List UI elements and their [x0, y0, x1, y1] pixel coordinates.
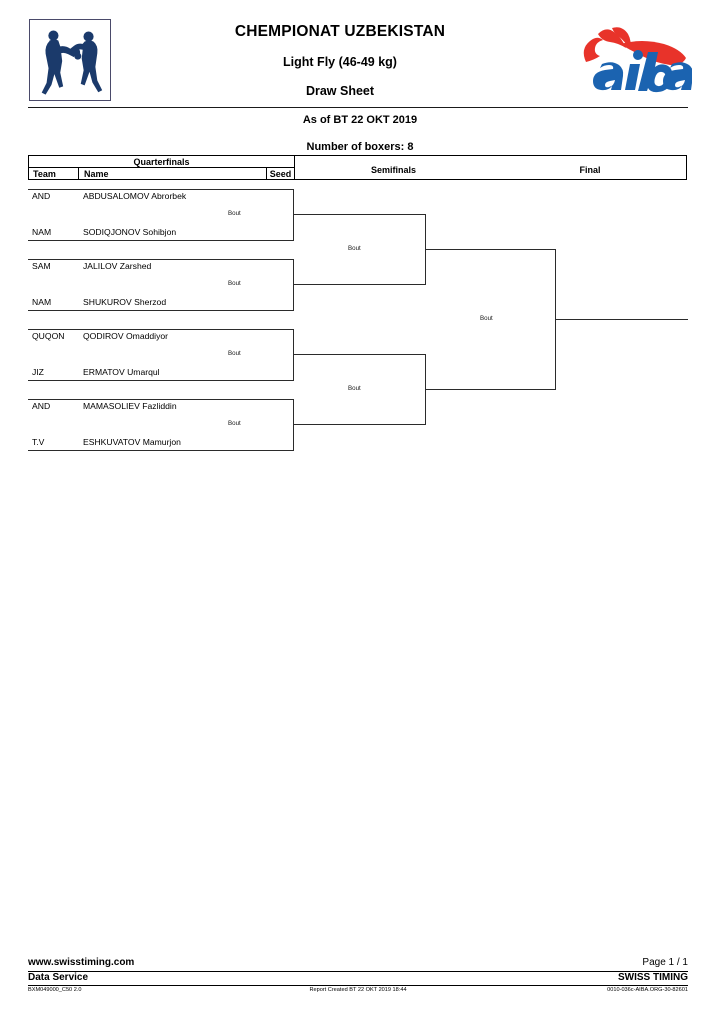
- aiba-logo-icon: [568, 22, 692, 96]
- bracket-line-top: [28, 329, 294, 330]
- column-header-team: Team: [29, 168, 79, 180]
- header-divider: [28, 107, 688, 108]
- boxer-team: AND: [32, 401, 51, 411]
- bout-label: Bout: [348, 245, 361, 252]
- column-header-quarterfinals: Quarterfinals: [29, 156, 294, 168]
- column-header-final: Final: [579, 165, 601, 175]
- report-created-text: Report Created BT 22 OKT 2019 18:44: [309, 987, 407, 993]
- boxer-name: QODIROV Omaddiyor: [83, 331, 169, 341]
- bout-label: Bout: [228, 350, 241, 357]
- boxer-team: JIZ: [32, 367, 44, 377]
- bout-label: Bout: [228, 210, 241, 217]
- table-row: QUQON QODIROV Omaddiyor: [28, 331, 294, 344]
- boxer-team: QUQON: [32, 331, 65, 341]
- boxer-team: NAM: [32, 227, 52, 237]
- boxer-team: NAM: [32, 297, 52, 307]
- boxer-name: ESHKUVATOV Mamurjon: [83, 437, 181, 447]
- report-code-left: BXM049000_C50 2.0: [28, 987, 82, 993]
- report-code-right: 0010-036c-AIBA.ORG-30-82601: [607, 987, 688, 993]
- table-row: SAM JALILOV Zarshed: [28, 261, 294, 274]
- boxer-count-text: Number of boxers: 8: [306, 141, 414, 153]
- boxer-name: SHUKUROV Sherzod: [83, 297, 167, 307]
- bracket-line-bottom: [294, 424, 426, 426]
- table-row: AND ABDUSALOMOV Abrorbek: [28, 191, 294, 204]
- bracket-line-top: [294, 354, 426, 356]
- boxer-name: JALILOV Zarshed: [83, 261, 152, 271]
- boxers-icon: [29, 19, 111, 101]
- bracket-line-bottom: [28, 450, 294, 451]
- page-header: CHEMPIONAT UZBEKISTAN Light Fly (46-49 k…: [0, 0, 720, 110]
- swisstiming-website-link[interactable]: www.swisstiming.com: [28, 957, 135, 968]
- swiss-timing-label: SWISS TIMING: [618, 972, 688, 983]
- boxer-name: MAMASOLIEV Fazliddin: [83, 401, 177, 411]
- boxer-name: ERMATOV Umarqul: [83, 367, 160, 377]
- quarterfinal-bout-1: AND ABDUSALOMOV Abrorbek NAM SODIQJONOV …: [28, 189, 294, 241]
- table-row: NAM SODIQJONOV Sohibjon: [28, 227, 294, 240]
- quarterfinal-bout-3: QUQON QODIROV Omaddiyor JIZ ERMATOV Umar…: [28, 329, 294, 381]
- column-header-name: Name: [84, 169, 109, 179]
- bracket-table-header: Quarterfinals Team Name Seed Semifinals …: [28, 155, 687, 180]
- table-row: NAM SHUKUROV Sherzod: [28, 297, 294, 310]
- bracket-line-right: [555, 249, 557, 390]
- table-row: T.V ESHKUVATOV Mamurjon: [28, 437, 294, 450]
- quarterfinal-bout-2: SAM JALILOV Zarshed NAM SHUKUROV Sherzod…: [28, 259, 294, 311]
- bracket-line-bottom: [28, 310, 294, 311]
- bracket-line-top: [28, 189, 294, 190]
- title-block: CHEMPIONAT UZBEKISTAN Light Fly (46-49 k…: [120, 22, 560, 99]
- page-title: CHEMPIONAT UZBEKISTAN: [234, 23, 446, 40]
- boxer-team: T.V: [32, 437, 45, 447]
- bracket-line-right: [293, 189, 294, 240]
- boxer-name: SODIQJONOV Sohibjon: [83, 227, 177, 237]
- bout-label: Bout: [228, 420, 241, 427]
- page-footer: www.swisstiming.com Page 1 / 1 Data Serv…: [28, 957, 688, 999]
- column-header-seed: Seed: [266, 168, 294, 180]
- bracket-line-bottom: [425, 389, 556, 391]
- weight-class: Light Fly (46-49 kg): [283, 55, 397, 69]
- bracket-line-top: [294, 214, 426, 216]
- bracket-line-right: [425, 214, 427, 285]
- footer-divider-top: [28, 971, 688, 972]
- page-number: Page 1 / 1: [642, 957, 688, 968]
- bracket-line-bottom: [28, 240, 294, 241]
- bracket-line-right: [293, 399, 294, 450]
- bracket-line-right: [425, 354, 427, 425]
- table-row: AND MAMASOLIEV Fazliddin: [28, 401, 294, 414]
- bracket-line-bottom: [294, 284, 426, 286]
- boxer-team: AND: [32, 191, 51, 201]
- bout-label: Bout: [348, 385, 361, 392]
- bracket-line-right: [293, 259, 294, 310]
- boxer-team: SAM: [32, 261, 51, 271]
- as-of-text: As of BT 22 OKT 2019: [302, 114, 418, 126]
- bracket-line-right: [293, 329, 294, 380]
- footer-divider-bottom: [28, 985, 688, 986]
- table-row: JIZ ERMATOV Umarqul: [28, 367, 294, 380]
- bracket-line-top: [425, 249, 556, 251]
- boxer-name: ABDUSALOMOV Abrorbek: [83, 191, 187, 201]
- data-service-label: Data Service: [28, 972, 89, 983]
- sheet-type: Draw Sheet: [305, 84, 375, 98]
- quarterfinal-bout-4: AND MAMASOLIEV Fazliddin T.V ESHKUVATOV …: [28, 399, 294, 451]
- column-header-semifinals: Semifinals: [294, 156, 492, 179]
- winner-line: [555, 319, 688, 321]
- bracket-line-top: [28, 259, 294, 260]
- bracket-line-top: [28, 399, 294, 400]
- bracket-line-bottom: [28, 380, 294, 381]
- bout-label: Bout: [228, 280, 241, 287]
- bout-label: Bout: [480, 315, 493, 322]
